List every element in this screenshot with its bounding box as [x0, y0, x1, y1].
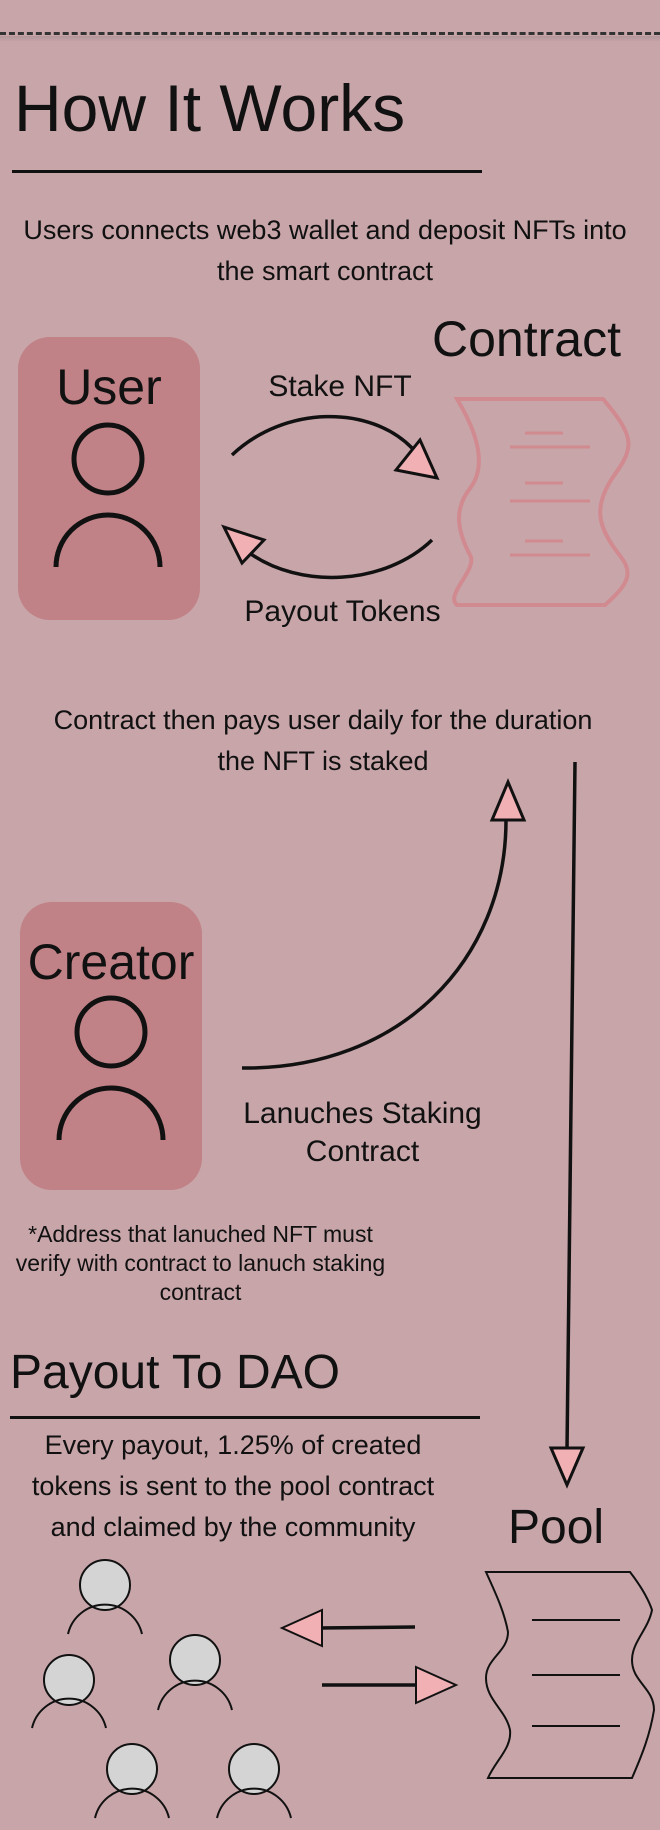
launch-contract-label: Lanuches Staking Contract — [243, 1097, 482, 1168]
creator-icon — [56, 995, 166, 1141]
top-dashed-divider — [0, 32, 660, 35]
intro-text: Users connects web3 wallet and deposit N… — [23, 215, 627, 286]
community-person-icon — [157, 1634, 233, 1711]
contract-note-text: Contract then pays user daily for the du… — [53, 705, 593, 776]
dao-description: Every payout, 1.25% of created tokens is… — [31, 1430, 435, 1542]
stake-nft-label: Stake NFT — [268, 370, 412, 403]
creator-note-text: *Address that lanuched NFT must verify w… — [15, 1221, 386, 1305]
dao-title-underline — [10, 1416, 480, 1419]
dao-section-title: Payout To DAO — [10, 1346, 340, 1399]
pool-document-icon — [484, 1571, 656, 1779]
community-person-icon — [67, 1559, 143, 1635]
creator-card-title: Creator — [27, 934, 195, 990]
user-card: User — [18, 337, 200, 620]
community-person-icon — [94, 1743, 170, 1819]
user-card-title: User — [56, 359, 162, 415]
payout-tokens-label: Payout Tokens — [244, 595, 441, 628]
pool-label: Pool — [508, 1501, 605, 1554]
title-underline — [12, 170, 482, 173]
top-divider-shadow — [0, 36, 660, 42]
contract-label: Contract — [432, 311, 621, 367]
community-person-icon — [216, 1743, 292, 1819]
community-person-icon — [31, 1654, 107, 1729]
page-title: How It Works — [14, 71, 406, 145]
creator-card: Creator — [20, 902, 202, 1190]
user-icon — [53, 422, 163, 568]
contract-document-icon — [452, 397, 631, 607]
